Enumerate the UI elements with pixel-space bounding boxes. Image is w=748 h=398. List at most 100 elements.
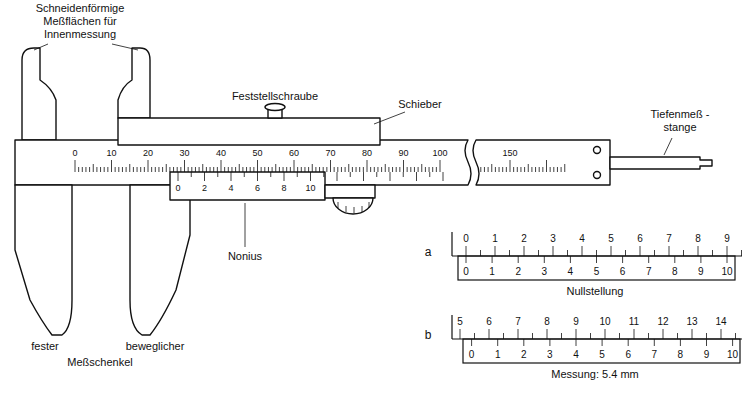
tick-mark [680,339,681,346]
tick-mark [492,256,493,263]
vernier-number: 10 [721,265,732,278]
tick-mark [104,167,105,172]
tick-mark [602,339,603,346]
tick-mark [553,167,554,172]
tick-mark [188,167,189,172]
tick-mark [195,167,196,172]
tick-mark [231,167,232,172]
tick-mark [356,167,357,172]
vernier-number: 4 [573,348,579,361]
tick-mark [330,160,331,172]
vernier-number: 10 [305,182,315,195]
tick-mark [416,172,417,181]
vernier-number: 5 [599,348,605,361]
vernier-number: 10 [727,348,738,361]
tick-mark [319,167,320,172]
tick-mark [570,256,571,263]
tick-mark [140,167,141,172]
vernier-number: 4 [228,182,233,195]
scale-number: 10 [106,147,116,160]
tick-mark [85,167,86,172]
part-label: Feststellschraube [232,90,318,103]
tick-mark [115,167,116,172]
tick-mark [191,167,192,172]
tick-mark [692,329,693,339]
tick-mark [605,329,606,339]
tick-mark [523,339,524,346]
tick-mark [82,167,83,172]
tick-mark [177,167,178,172]
tick-mark [180,167,181,172]
tick-mark [634,329,635,339]
tick-mark [712,250,713,256]
tick-mark [648,256,649,263]
tick-mark [509,250,510,256]
tick-mark [345,167,346,172]
tick-mark [506,167,507,172]
main-beam-end [473,140,610,185]
tick-mark [677,333,678,339]
tick-mark [334,167,335,172]
vernier-number: 2 [202,182,207,195]
figure-letter: b [425,329,432,342]
tick-mark [162,167,163,172]
tick-mark [144,167,145,172]
tick-mark [518,256,519,263]
tick-mark [323,172,324,177]
tick-mark [158,167,159,172]
vernier-number: 7 [652,348,658,361]
tick-mark [567,250,568,256]
moving-jaw [130,185,190,335]
tick-mark [517,167,518,172]
tick-mark [126,167,127,172]
tick-mark [257,172,258,181]
tick-mark [210,167,211,172]
tick-mark [732,339,733,346]
tick-mark [396,167,397,172]
tick-mark [471,339,472,346]
tick-mark [217,172,218,177]
tick-mark [403,172,404,177]
vernier-number: 5 [594,265,600,278]
leader-line [34,44,48,50]
tick-mark [535,167,536,172]
tick-mark [429,167,430,172]
tick-mark [239,164,240,172]
tick-mark [488,167,489,172]
tick-mark [350,172,351,177]
vernier-number: 3 [547,348,553,361]
tick-mark [547,329,548,339]
scale-number: 8 [695,232,701,245]
tick-mark [596,250,597,256]
tick-mark [272,167,273,172]
leader-line [664,138,672,155]
tick-mark [495,246,496,256]
part-label: fester [31,340,59,353]
tick-mark [308,167,309,172]
scale-number: 12 [657,315,668,328]
tick-mark [376,172,377,177]
scale-number: 9 [724,232,730,245]
tick-mark [640,246,641,256]
tick-mark [425,167,426,172]
tick-mark [706,333,707,339]
vernier-number: 2 [521,348,527,361]
tick-mark [539,167,540,172]
tick-mark [100,167,101,172]
vernier-number: 2 [515,265,521,278]
vernier-number: 9 [704,348,710,361]
vernier-number: 1 [495,348,501,361]
tick-mark [224,167,225,172]
tick-mark [246,167,247,172]
screw [594,147,601,154]
tick-mark [669,246,670,256]
scale-number: 0 [72,147,77,160]
leader-line [112,44,138,50]
tick-mark [352,167,353,172]
part-label: Tiefenmeß -stange [648,108,712,134]
scale-number: 100 [432,147,447,160]
vernier-number: 1 [489,265,495,278]
scale-number: 50 [252,147,262,160]
tick-mark [341,167,342,172]
tick-mark [202,164,203,172]
